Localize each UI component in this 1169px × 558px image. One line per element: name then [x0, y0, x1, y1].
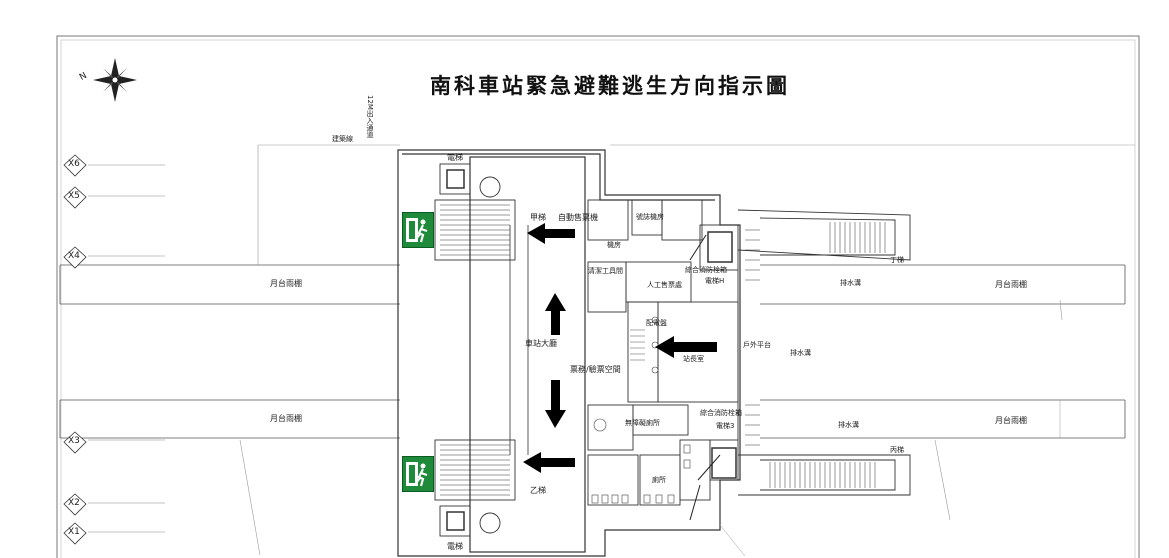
axis-x4: X4 — [68, 251, 80, 261]
label-hall: 車站大廳 — [525, 339, 557, 348]
label-elevator-bottom: 電梯 — [447, 542, 463, 551]
label-platform-2: 月台雨棚 — [270, 414, 302, 423]
label-exit-b: 乙梯 — [530, 486, 546, 495]
label-manual-ticket: 人工售票處 — [647, 281, 682, 289]
label-ticket-gate: 票務/驗票空間 — [570, 365, 621, 374]
label-exit-c: 丁梯 — [890, 256, 904, 264]
label-machine-room: 機房 — [607, 241, 621, 249]
compass-rose-icon — [93, 58, 137, 102]
right-stair-bridge-bottom — [738, 404, 911, 496]
axis-x6: X6 — [68, 159, 80, 169]
label-building-line: 建築線 — [332, 135, 353, 143]
label-elevator-right-bottom: 電梯3 — [716, 422, 735, 430]
stair-block-bottom — [434, 439, 516, 537]
platform-canopy-top — [59, 264, 1126, 305]
axis-x1: X1 — [68, 527, 80, 537]
emergency-exit-icon — [402, 456, 434, 492]
label-platform-4: 月台雨棚 — [995, 416, 1027, 425]
service-rooms — [587, 199, 739, 506]
label-accessible: 無障礙廁所 — [625, 419, 660, 427]
emergency-exit-icon — [402, 212, 434, 248]
label-drain-3: 排水溝 — [838, 421, 859, 429]
label-fire-box: 綜合消防栓箱 — [685, 266, 727, 274]
label-exit-a: 甲梯 — [530, 213, 546, 222]
label-elevator-right-top: 電梯H — [705, 277, 725, 285]
diagram-title: 南科車站緊急避難逃生方向指示圖 — [430, 73, 790, 98]
label-outside-platform: 戶外平台 — [743, 341, 771, 349]
label-platform-3: 月台雨棚 — [995, 280, 1027, 289]
axis-x2: X2 — [68, 498, 80, 508]
label-fire-box-2: 綜合消防栓箱 — [700, 409, 742, 417]
label-exit-d: 丙梯 — [890, 446, 904, 454]
label-elevator-top: 電梯 — [447, 153, 463, 162]
evacuation-arrow-icon — [523, 223, 717, 473]
label-ground-line: 12M出入通道 — [366, 95, 374, 138]
platform-canopy-bottom — [59, 399, 1126, 439]
label-clean-room: 清潔工具間 — [588, 267, 623, 275]
label-restroom: 廁所 — [652, 476, 666, 484]
label-drain-2: 排水溝 — [790, 349, 811, 357]
label-drain-1: 排水溝 — [840, 279, 861, 287]
label-platform-1: 月台雨棚 — [270, 279, 302, 288]
right-stair-bridge-top — [737, 209, 911, 281]
axis-x5: X5 — [68, 191, 80, 201]
label-dist-panel: 配電盤 — [646, 319, 667, 327]
label-ticket-machine: 自動售票機 — [558, 213, 598, 222]
label-signal: 號誌機房 — [636, 213, 664, 221]
stair-block-top — [434, 163, 516, 261]
label-office: 站長室 — [683, 355, 704, 363]
axis-x3: X3 — [68, 436, 80, 446]
